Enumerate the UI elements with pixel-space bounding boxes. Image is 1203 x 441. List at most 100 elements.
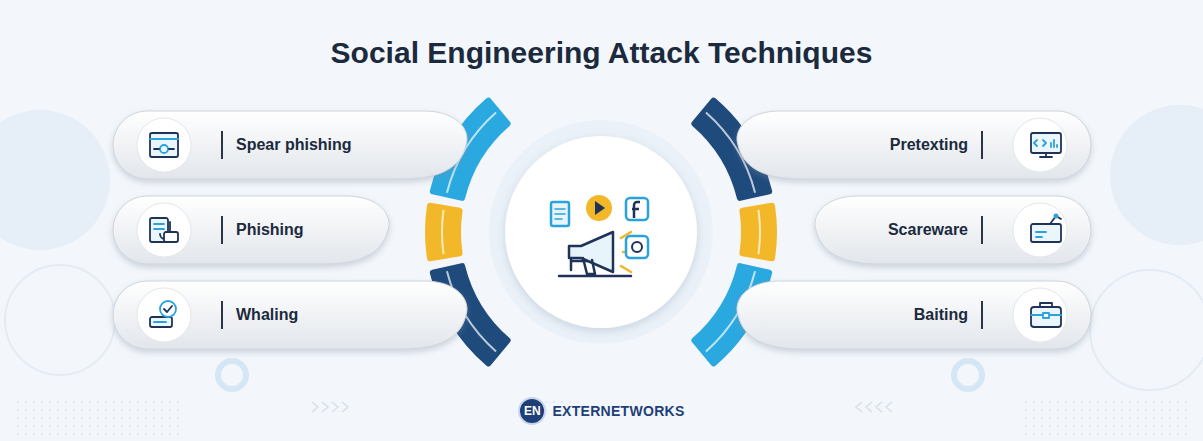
background-decoration-part — [218, 361, 246, 389]
box-divider — [221, 301, 223, 329]
phishing-icon-part — [154, 224, 164, 229]
center-illustration-part — [489, 120, 713, 344]
arc-segment — [739, 203, 777, 262]
box-body — [737, 111, 1091, 179]
center-arc-ring — [425, 98, 777, 367]
technique-label: Scareware — [888, 220, 968, 240]
pretexting-icon — [1031, 133, 1061, 157]
technique-box: Baiting — [732, 280, 1092, 350]
whaling-icon-part — [154, 321, 166, 323]
phishing-icon-part — [164, 232, 178, 242]
box-body — [113, 196, 389, 264]
box-divider — [981, 301, 983, 329]
logo-badge: EN — [518, 397, 546, 425]
center-illustration-part — [632, 202, 640, 218]
center-illustration-part — [626, 236, 648, 258]
background-decoration-part — [15, 395, 185, 435]
center-illustration-part-part — [551, 202, 569, 226]
scareware-icon-part — [1031, 224, 1061, 242]
technique-box: Phishing — [112, 195, 394, 265]
center-illustration-part — [505, 136, 697, 328]
baiting-icon-part — [1043, 313, 1049, 318]
technique-label: Baiting — [914, 305, 968, 325]
center-illustration-part-part — [569, 232, 613, 272]
box-body — [113, 281, 467, 349]
box-shape — [113, 281, 467, 349]
scareware-icon — [1031, 214, 1061, 243]
background-decoration-part-part — [312, 402, 348, 412]
whaling-icon-part — [160, 301, 176, 317]
background-decoration-part — [1090, 270, 1203, 390]
scareware-icon-part — [1054, 214, 1059, 219]
box-divider — [981, 216, 983, 244]
arc-highlight — [441, 210, 445, 255]
center-illustration-part-part — [559, 275, 631, 278]
brand-logo: EN EXTERNETWORKS — [0, 397, 1203, 425]
box-outline — [732, 280, 1092, 350]
center-illustration-part — [595, 201, 605, 215]
box-shape — [737, 281, 1091, 349]
icon-disc — [1013, 203, 1067, 257]
box-body — [815, 196, 1091, 264]
technique-label: Whaling — [236, 305, 298, 325]
center-illustration-part — [586, 195, 612, 221]
center-illustration-part-part — [555, 209, 565, 219]
whaling-icon — [150, 301, 176, 327]
technique-label: Phishing — [236, 220, 304, 240]
diagram-title: Social Engineering Attack Techniques — [0, 36, 1203, 70]
background-decoration-part-part — [856, 402, 892, 412]
technique-box: Whaling — [112, 280, 472, 350]
spear-phishing-icon-part — [154, 148, 174, 150]
background-decoration-part — [1110, 105, 1203, 245]
icon-disc — [137, 203, 191, 257]
spear-phishing-icon-part — [150, 133, 178, 157]
box-body — [113, 111, 467, 179]
box-icons-part — [150, 133, 1061, 327]
background-decoration-part — [1020, 395, 1190, 435]
pretexting-icon-part — [1051, 140, 1057, 147]
spear-phishing-icon-part — [150, 138, 178, 140]
whaling-icon-part — [150, 317, 172, 327]
box-shape — [737, 111, 1091, 179]
background-decoration-part — [954, 361, 982, 389]
phishing-icon-part — [150, 218, 168, 242]
box-shape — [113, 196, 389, 264]
background-decoration-part — [0, 110, 110, 250]
box-shape — [113, 111, 467, 179]
whaling-icon-part — [164, 306, 172, 312]
box-divider — [981, 131, 983, 159]
pretexting-icon-part — [1034, 140, 1046, 146]
technique-label: Pretexting — [890, 135, 968, 155]
box-divider — [221, 131, 223, 159]
scareware-icon-part — [1036, 232, 1046, 237]
box-shape — [815, 196, 1091, 264]
brand-name: EXTERNETWORKS — [552, 403, 684, 419]
baiting-icon-part — [1040, 303, 1052, 307]
technique-box: Pretexting — [732, 110, 1092, 180]
center-illustration-part — [632, 242, 642, 252]
arc-segment — [425, 203, 463, 262]
box-body — [737, 281, 1091, 349]
arc-highlight — [757, 210, 761, 255]
icon-disc — [1013, 288, 1067, 342]
phishing-icon — [150, 218, 178, 242]
icon-disc — [137, 288, 191, 342]
baiting-icon-part — [1031, 314, 1061, 316]
baiting-icon-part — [1031, 307, 1061, 327]
spear-phishing-icon-part — [160, 145, 168, 153]
spear-phishing-icon — [150, 133, 178, 157]
background-decoration-part — [5, 265, 115, 375]
technique-box: Scareware — [810, 195, 1092, 265]
technique-box: Spear phishing — [112, 110, 472, 180]
technique-label: Spear phishing — [236, 135, 352, 155]
center-illustration-part-part — [583, 258, 595, 274]
scareware-icon-part — [1050, 216, 1061, 224]
icon-disc — [1013, 118, 1067, 172]
center-illustration — [489, 120, 713, 344]
icon-disc — [137, 118, 191, 172]
phishing-icon-part — [160, 222, 170, 239]
pretexting-icon-part — [1040, 153, 1052, 157]
